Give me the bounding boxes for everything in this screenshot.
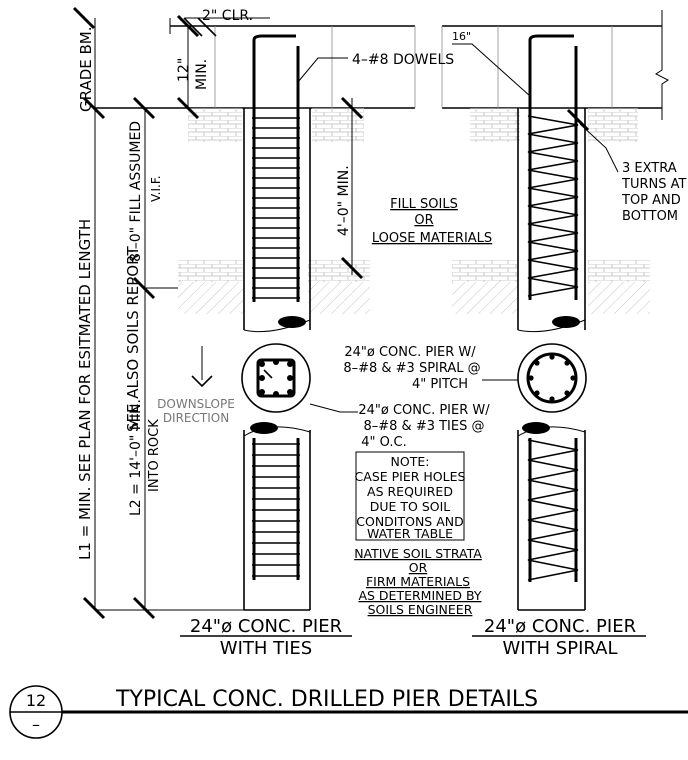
pier-right-lower — [517, 422, 586, 611]
soil-pattern — [470, 108, 520, 142]
four-ft-min-label: 4'–0" MIN. — [336, 165, 352, 236]
caption-left-title: 24"ø CONC. PIER — [190, 616, 342, 637]
dowels-label: 4–#8 DOWELS — [352, 52, 454, 68]
spiral-pier-line: 4" PITCH — [412, 377, 468, 392]
soil-pattern — [588, 260, 650, 282]
note-line: DUE TO SOIL — [370, 499, 451, 514]
twelve-inch-label: 12" — [176, 58, 192, 82]
rock-hatch — [178, 282, 244, 314]
soil-pattern — [308, 260, 370, 282]
drawing-title: TYPICAL CONC. DRILLED PIER DETAILS — [115, 687, 538, 712]
section-spiral — [517, 343, 587, 413]
rock-hatch — [588, 282, 650, 314]
fill-assumed-label: 8'–0" FILL ASSUMED — [128, 121, 144, 262]
spiral-pier-line: 8–#8 & #3 SPIRAL @ — [343, 361, 480, 376]
note-line: NOTE: — [391, 454, 430, 469]
soil-pattern — [188, 108, 242, 142]
soil-pattern — [312, 108, 364, 142]
fill-soils-line: FILL SOILS — [390, 197, 458, 212]
native-soil-line: OR — [409, 560, 428, 575]
native-soil-line: AS DETERMINED BY — [358, 588, 481, 603]
soil-pattern — [588, 108, 638, 142]
sixteen-inch-label: 16" — [452, 30, 471, 43]
pier-right-upper — [517, 34, 586, 333]
into-rock-label: INTO ROCK — [147, 419, 162, 492]
downslope-line: DIRECTION — [163, 411, 229, 425]
detail-number: 12 — [26, 691, 46, 710]
clear-cover-label: 2" CLR. — [202, 8, 253, 24]
caption-right-title: 24"ø CONC. PIER — [484, 616, 636, 637]
soil-pattern — [178, 260, 244, 282]
pier-left-upper — [243, 34, 311, 333]
vif-label: V.I.F. — [149, 175, 163, 202]
extra-turns-line: 3 EXTRA — [622, 161, 677, 176]
ties-pier-line: 24"ø CONC. PIER W/ — [358, 403, 490, 418]
dimension-lines — [72, 6, 619, 620]
ties-pier-line: 4" O.C. — [361, 435, 406, 450]
caption-right-subtitle: WITH SPIRAL — [502, 638, 617, 659]
rock-hatch — [308, 282, 370, 314]
soils-report-label: SEE ALSO SOILS REPORT — [124, 246, 142, 432]
grade-beam-label: GRADE BM. — [77, 27, 95, 113]
extra-turns-line: TOP AND — [621, 193, 681, 208]
native-soil-line: FIRM MATERIALS — [366, 574, 470, 589]
l2-label: L2 = 14'–0" MIN. — [128, 399, 144, 516]
section-ties — [241, 343, 311, 413]
grade-beam-right — [441, 10, 669, 120]
fill-soils-line: LOOSE MATERIALS — [372, 231, 492, 246]
min-label: MIN. — [194, 59, 210, 90]
downslope-line: DOWNSLOPE — [157, 397, 235, 411]
note-line: CONDITONS AND — [356, 514, 464, 529]
ties-pier-line: 8–#8 & #3 TIES @ — [363, 419, 484, 434]
native-soil-line: SOILS ENGINEER — [368, 602, 473, 617]
note-line: WATER TABLE — [367, 526, 453, 541]
note-line: AS REQUIRED — [367, 484, 453, 499]
pier-left-lower — [243, 422, 311, 611]
fill-soils-line: OR — [414, 213, 433, 228]
note-line: CASE PIER HOLES — [355, 469, 466, 484]
extra-turns-line: TURNS AT — [621, 177, 686, 192]
rock-hatch — [452, 282, 518, 314]
spiral-pier-line: 24"ø CONC. PIER W/ — [344, 345, 476, 360]
native-soil-line: NATIVE SOIL STRATA — [354, 546, 482, 561]
detail-sheet: – — [32, 715, 40, 734]
soil-pattern — [452, 260, 518, 282]
extra-turns-line: BOTTOM — [622, 209, 678, 224]
l1-label: L1 = MIN. SEE PLAN FOR ESITMATED LENGTH — [76, 219, 94, 560]
caption-left-subtitle: WITH TIES — [220, 638, 312, 659]
